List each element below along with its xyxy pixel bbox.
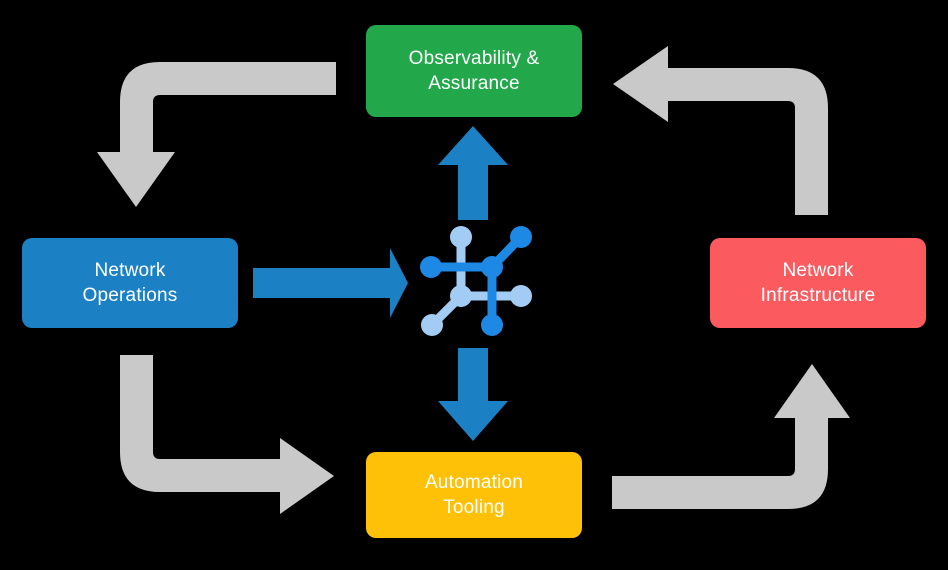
arrow-center-to-observability: [438, 126, 508, 220]
topology-nodes-primary: [420, 226, 532, 336]
node-automation-tooling[interactable]: Automation Tooling: [366, 452, 582, 538]
arrow-automation-to-infrastructure: [612, 364, 850, 509]
node-network-operations[interactable]: Network Operations: [22, 238, 238, 328]
arrow-center-to-automation: [438, 348, 508, 441]
node-observability-assurance[interactable]: Observability & Assurance: [366, 25, 582, 117]
network-topology-icon: [420, 226, 532, 336]
arrow-operations-to-center: [253, 248, 408, 318]
topology-nodes-secondary: [421, 226, 532, 336]
arrow-operations-to-automation: [120, 355, 334, 514]
node-network-infrastructure[interactable]: Network Infrastructure: [710, 238, 926, 328]
arrow-infrastructure-to-observability: [613, 46, 828, 215]
arrow-observability-to-operations: [97, 62, 336, 207]
